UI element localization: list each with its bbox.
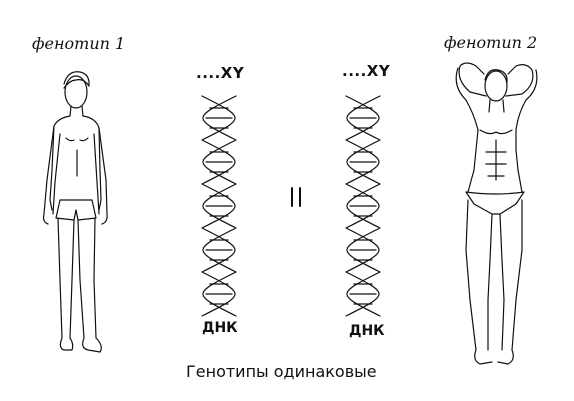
caption: Генотипы одинаковые [186,362,377,381]
right-dna-helix [345,95,381,317]
phenotype-2-label: фенотип 2 [444,33,538,52]
equals-sign [291,187,301,207]
right-dna-label: ДНК [349,323,385,339]
left-dna-label: ДНК [202,320,238,336]
phenotype-1-label: фенотип 1 [32,34,126,53]
phenotype-2-figure [455,62,538,365]
phenotype-1-figure [42,71,108,353]
left-dna-helix [201,95,237,317]
right-chromosome-label: ....XY [342,62,391,80]
left-chromosome-label: ....XY [196,64,245,82]
